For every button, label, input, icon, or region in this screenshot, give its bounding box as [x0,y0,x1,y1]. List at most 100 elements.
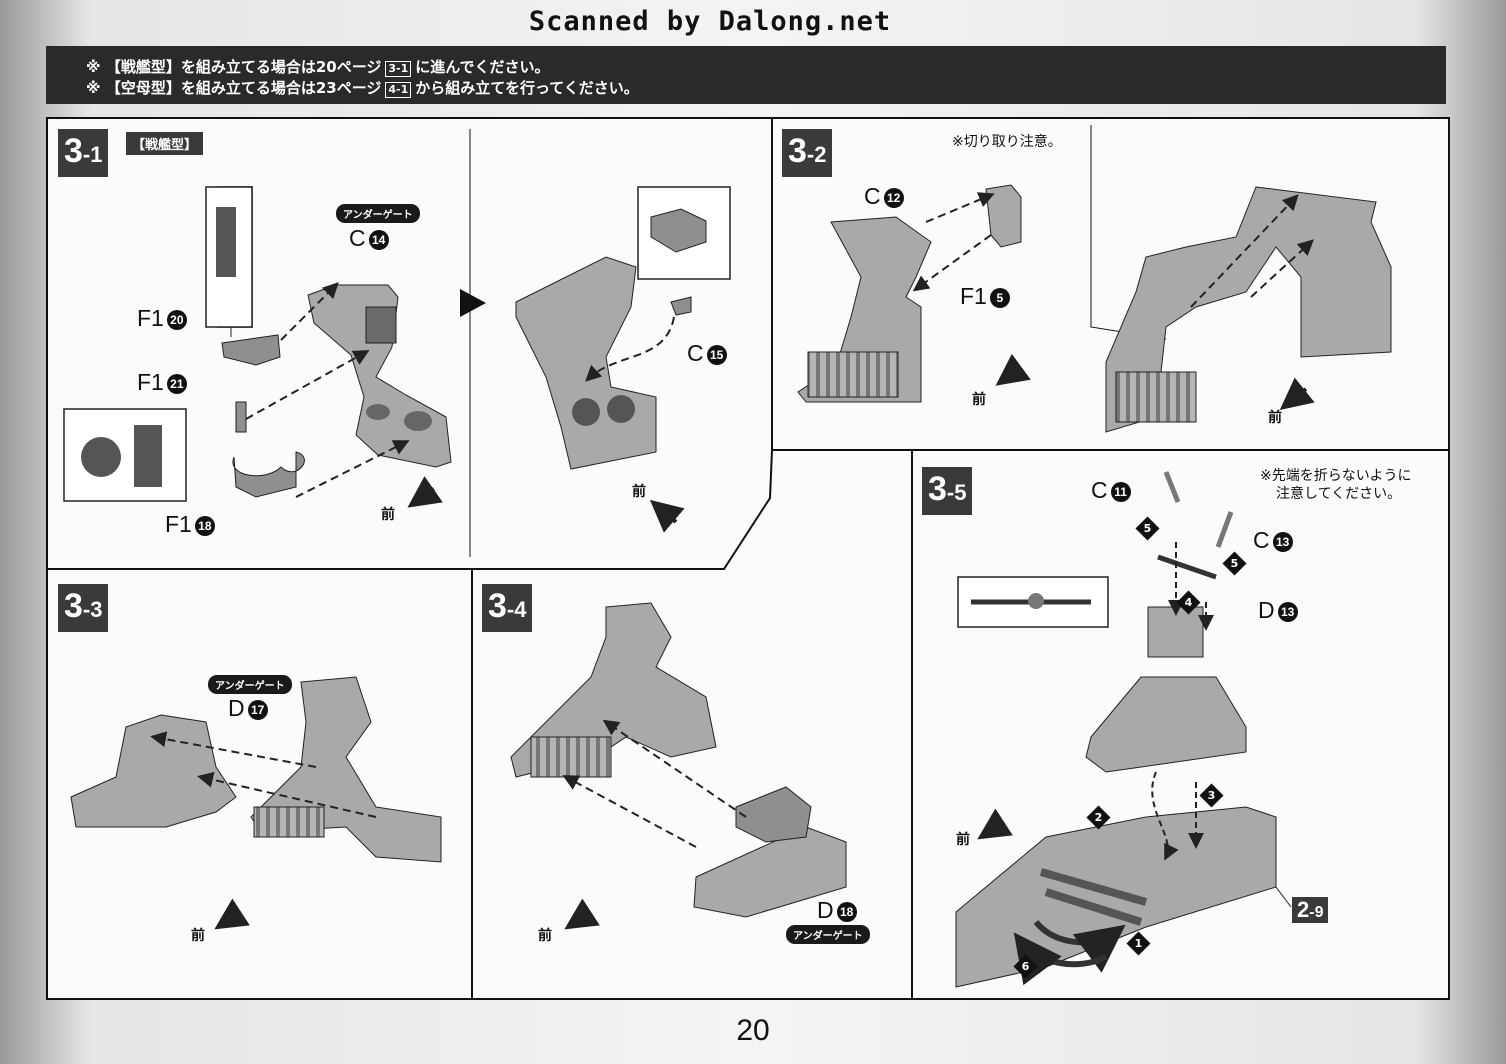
step-order-marker: 3 [1199,783,1224,808]
step-order-marker: 5 [1222,551,1247,576]
part-code: C [1091,477,1108,503]
under-gate-tag: アンダーゲート [786,925,870,944]
cutting-caution-note: ※切り取り注意。 [952,134,1062,150]
part-number: 18 [836,901,857,922]
step-order-marker: 6 [1013,954,1038,979]
step-number: 2 [1297,897,1310,922]
part-number: 21 [166,373,187,394]
step-order-marker: 4 [1176,590,1201,615]
part-number: 5 [989,287,1010,308]
step-badge-3-2: 3-2 [782,129,833,177]
step-order-marker: 5 [1135,516,1160,541]
step-badge-3-4: 3-4 [482,584,533,632]
illustration-3-3 [70,676,442,930]
step-badge-3-5: 3-5 [922,467,973,515]
front-direction-label: 前 [191,928,205,944]
part-code: D [228,695,245,721]
part-code: C [1253,527,1270,553]
note-line: ※先端を折らないように [1260,468,1412,484]
step-ref-badge-2-9: 2-9 [1292,897,1329,923]
front-direction-label: 前 [956,832,970,848]
banner-text: 【戦艦型】を組み立てる場合は20ページ [105,58,382,76]
step-number: 3 [928,470,947,508]
part-code: D [1258,597,1275,623]
part-code: F1 [137,305,164,331]
part-number: 15 [706,344,727,365]
step-order-number: 1 [1134,937,1143,950]
step-order-number: 6 [1021,960,1030,973]
step-sub: -3 [82,597,103,622]
part-code: C [687,340,704,366]
tip-caution-note: ※先端を折らないように 注意してください。 [1260,467,1411,503]
page-number: 20 [736,1014,770,1047]
step-order-marker: 1 [1126,931,1151,956]
part-number: 13 [1272,531,1293,552]
watermark: Scanned by Dalong.net [528,6,892,37]
step-sub: -2 [806,142,827,167]
part-number: 20 [166,309,187,330]
step-number: 3 [64,132,83,170]
note-mark: ※ [86,79,101,97]
step-order-number: 4 [1184,596,1193,609]
part-code: C [864,183,881,209]
type-label: 【戦艦型】 [126,132,204,155]
step-sub: -4 [506,597,527,622]
note-mark: ※ [86,58,101,76]
step-badge-3-3: 3-3 [58,584,109,632]
step-ref-badge: 3-1 [385,61,412,77]
step-sub: -5 [946,480,967,505]
front-direction-label: 前 [538,928,552,944]
part-code: F1 [960,283,987,309]
step-order-marker: 2 [1086,805,1111,830]
part-number: 14 [368,229,389,250]
step-sub: -1 [82,142,103,167]
step-number: 3 [788,132,807,170]
part-code: F1 [165,511,192,537]
part-number: 18 [194,515,215,536]
part-number: 13 [1277,601,1298,622]
front-direction-label: 前 [381,507,395,523]
illustration-3-1-a [63,186,452,508]
step-ref-badge: 4-1 [385,82,412,98]
under-gate-tag: アンダーゲート [336,204,420,223]
part-code: C [349,225,366,251]
step-sub: -9 [1309,904,1324,921]
step-badge-3-1: 3-1 [58,129,109,177]
banner-text: から組み立てを行ってください。 [415,79,639,97]
part-code: D [817,897,834,923]
illustration-3-1-b [460,186,731,533]
step-order-number: 3 [1207,789,1216,802]
step-number: 3 [64,587,83,625]
step-order-number: 5 [1143,522,1152,535]
banner-text: に進んでください。 [415,58,550,76]
panel-borders-and-illustrations [46,117,1450,1000]
under-gate-tag: アンダーゲート [208,675,292,694]
front-direction-label: 前 [632,484,646,500]
front-direction-label: 前 [1268,410,1282,426]
banner-text: 【空母型】を組み立てる場合は23ページ [105,79,382,97]
part-number: 17 [247,699,268,720]
note-line: 注意してください。 [1276,486,1402,502]
part-code: F1 [137,369,164,395]
part-number: 12 [883,187,904,208]
illustration-3-4 [510,602,847,930]
step-order-number: 2 [1094,811,1103,824]
part-number: 11 [1110,481,1131,502]
step-number: 3 [488,587,507,625]
